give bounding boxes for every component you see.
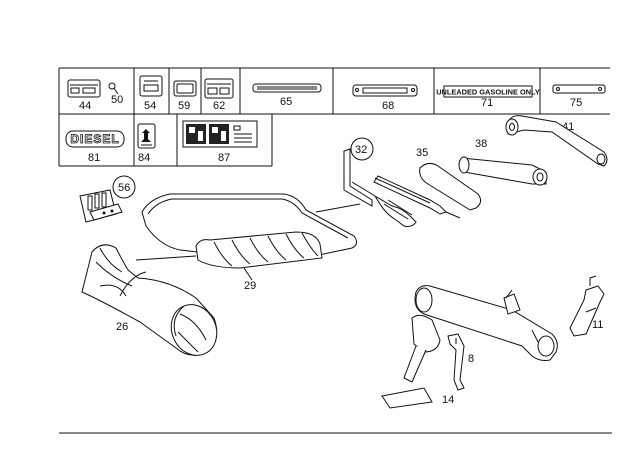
screw-50	[108, 82, 119, 95]
plate-75	[552, 84, 606, 94]
label-84: 84	[138, 152, 150, 164]
callout-26: 26	[116, 321, 128, 333]
card-14: 14	[381, 387, 454, 409]
emblem-84	[137, 123, 156, 149]
label-71: 71	[481, 97, 493, 109]
bracket-11: 11	[569, 275, 605, 337]
callout-35: 35	[416, 147, 428, 159]
decal-71: UNLEADED GASOLINE ONLY	[436, 85, 540, 98]
callout-32: 32	[355, 144, 367, 156]
decal-sheet-87	[182, 120, 258, 148]
callout-11: 11	[592, 319, 603, 331]
label-65: 65	[280, 96, 292, 108]
decal-54	[139, 75, 163, 97]
tool-tray-29: 29	[135, 193, 361, 292]
label-87: 87	[218, 152, 230, 164]
tool-35: 35	[373, 147, 482, 219]
jack-5: 5	[403, 285, 558, 383]
decal-44	[67, 79, 101, 98]
trim-strip-65	[252, 83, 322, 93]
unleaded-decal-text: UNLEADED GASOLINE ONLY	[436, 88, 540, 97]
callout-29: 29	[244, 280, 256, 292]
tool-bag-26: 26	[81, 244, 218, 356]
label-62: 62	[213, 100, 225, 112]
decal-62	[204, 78, 234, 99]
label-44: 44	[79, 100, 91, 112]
decal-59	[173, 80, 197, 97]
label-75: 75	[570, 97, 582, 109]
label-68: 68	[382, 100, 394, 112]
diesel-badge-text: DIESEL	[70, 132, 119, 146]
callout-56: 56	[118, 182, 130, 194]
fuse-kit-56: 56	[79, 175, 136, 223]
label-59: 59	[178, 100, 190, 112]
l-wrench-41: 41	[505, 115, 608, 167]
strap-8: 8	[447, 333, 474, 391]
parts-grid	[58, 67, 610, 167]
callout-38: 38	[475, 138, 487, 150]
label-54: 54	[144, 100, 156, 112]
callout-14: 14	[442, 394, 454, 406]
label-81: 81	[88, 152, 100, 164]
trim-strip-68	[352, 84, 418, 97]
diesel-badge-81: DIESEL	[65, 130, 125, 148]
socket-wrench-38: 38	[458, 138, 548, 186]
callout-8: 8	[468, 353, 474, 365]
label-50: 50	[111, 94, 123, 106]
screwdriver-32: 32	[343, 137, 417, 227]
